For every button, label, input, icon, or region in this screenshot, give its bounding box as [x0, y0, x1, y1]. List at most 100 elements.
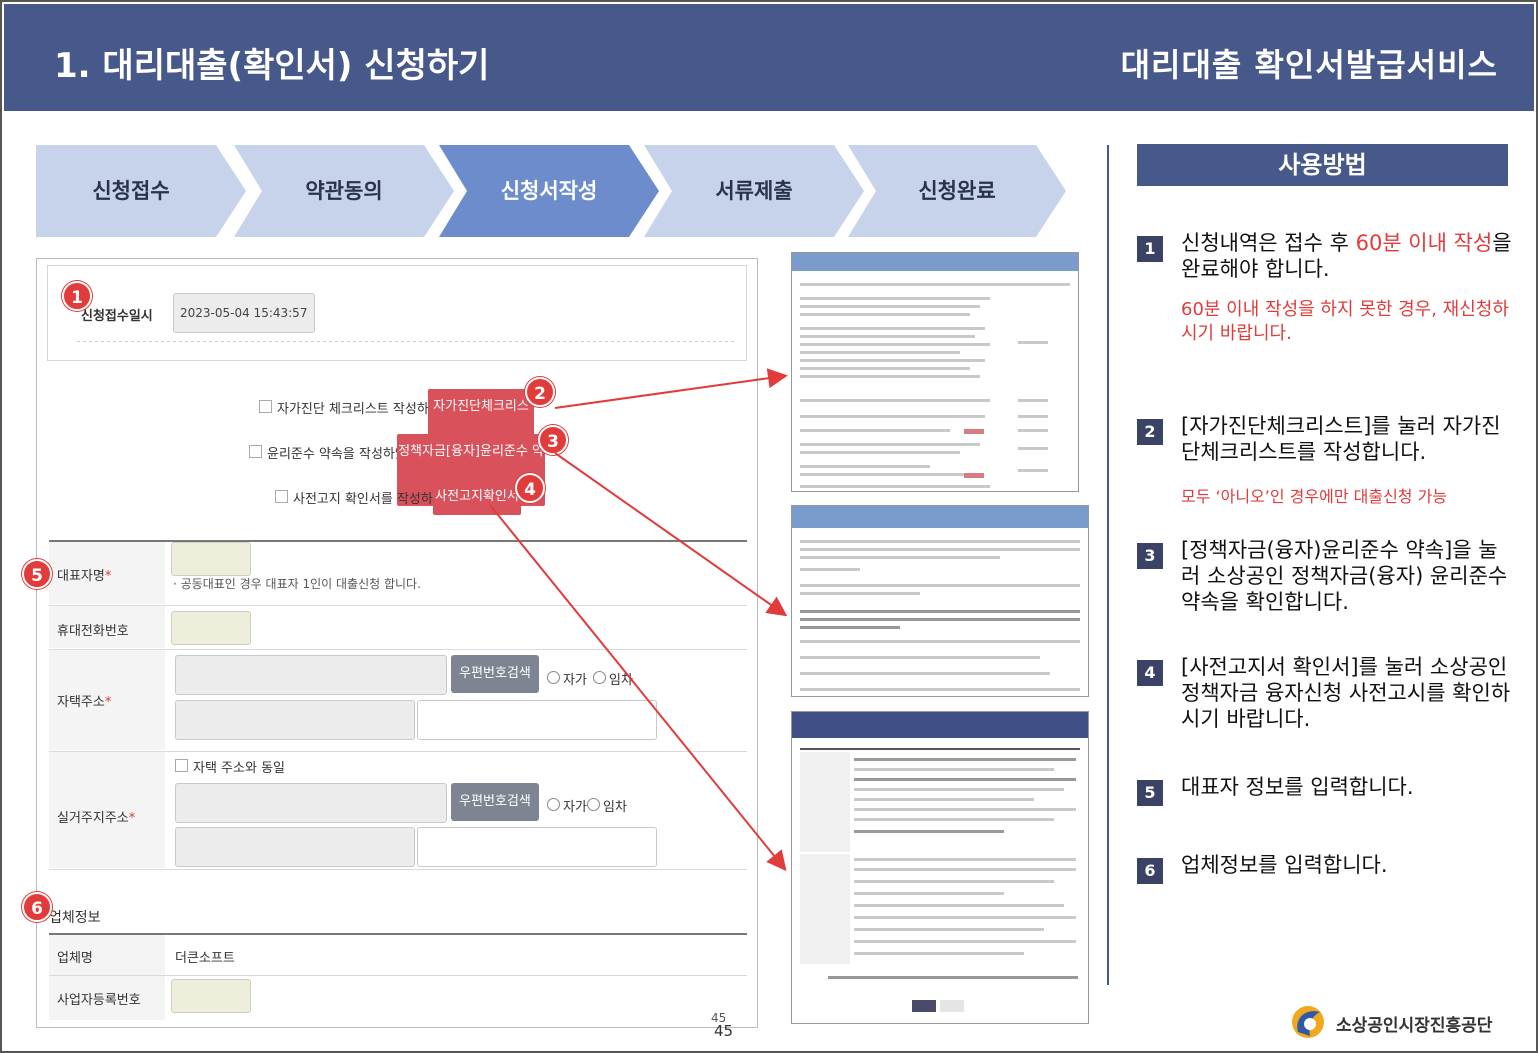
marker-5-badge: 5: [22, 559, 52, 589]
step-number-badge: 4: [1137, 660, 1163, 686]
residence-own-radio[interactable]: [547, 798, 560, 811]
organization-logo-icon: [1292, 1006, 1324, 1038]
table-top-border: [49, 540, 747, 542]
residence-label-cell: [49, 752, 165, 868]
residence-postcode-search-button[interactable]: 우편번호검색: [451, 783, 539, 821]
howto-item-text: [자가진단체크리스트]를 눌러 자가진단체크리스트를 작성합니다.: [1181, 414, 1501, 464]
residence-rent-label: 임차: [603, 800, 627, 815]
home-address-label-cell: [49, 650, 165, 750]
rep-name-label: 대표자명*: [57, 569, 112, 584]
home-postcode-field[interactable]: [175, 655, 447, 695]
howto-item-text: 신청내역은 접수 후 60분 이내 작성을 완료해야 합니다.: [1181, 231, 1512, 281]
company-section-title: 업체정보: [49, 910, 101, 926]
home-own-radio[interactable]: [547, 671, 560, 684]
arrow-to-ethics: [554, 452, 788, 617]
organization-name: 소상공인시장진흥공단: [1336, 1016, 1493, 1036]
company-name-label: 업체명: [57, 951, 93, 966]
row-divider: [49, 649, 747, 650]
home-postcode-search-button[interactable]: 우편번호검색: [451, 655, 539, 693]
step-label: 신청서작성: [500, 179, 598, 203]
residence-own-label: 자가: [563, 800, 587, 815]
mobile-label-cell: [49, 606, 165, 648]
company-name-value: 더큰소프트: [175, 951, 235, 966]
step-1: 신청접수: [36, 145, 246, 237]
home-rent-radio[interactable]: [593, 671, 606, 684]
step-number-badge: 6: [1137, 858, 1163, 884]
home-address-field[interactable]: [175, 700, 415, 740]
step-progress: 신청접수 약관동의 신청서작성 서류제출 신청완료: [36, 145, 1066, 237]
rep-name-note: · 공동대표인 경우 대표자 1인이 대출신청 합니다.: [173, 577, 421, 591]
page-number: 45: [714, 1022, 734, 1040]
ethics-checkbox[interactable]: [249, 445, 262, 458]
same-address-label: 자택 주소와 동일: [193, 761, 285, 776]
biz-no-label-cell: [49, 976, 165, 1020]
checklist-checkbox[interactable]: [259, 400, 272, 413]
service-title: 대리대출 확인서발급서비스: [1120, 46, 1498, 84]
company-name-label-cell: [49, 935, 165, 975]
row-divider: [49, 751, 747, 752]
step-label: 신청접수: [92, 179, 170, 203]
biz-no-label: 사업자등록번호: [57, 993, 141, 1008]
vertical-divider: [1107, 145, 1109, 985]
mobile-input[interactable]: [171, 611, 251, 645]
ethics-document-preview: [791, 505, 1089, 697]
residence-address-field[interactable]: [175, 827, 415, 867]
step-number-badge: 1: [1137, 236, 1163, 262]
residence-label: 실거주지주소*: [57, 811, 136, 826]
arrow-to-notice: [489, 504, 787, 872]
application-form-screenshot: 신청접수일시 2023-05-04 15:43:57 자가진단 체크리스트 작성…: [36, 258, 758, 1028]
arrow-to-checklist: [554, 368, 788, 409]
step-number-badge: 2: [1137, 419, 1163, 445]
prior-notice-button[interactable]: 사전고지확인서: [433, 479, 521, 515]
marker-6-badge: 6: [22, 892, 52, 922]
row-divider: [49, 975, 747, 976]
step-2: 약관동의: [234, 145, 454, 237]
marker-4-badge: 4: [515, 473, 545, 503]
ethics-label: 윤리준수 약속을 작성하였음: [267, 447, 419, 462]
home-rent-label: 임차: [609, 673, 633, 688]
preview-title-bar: [792, 712, 1088, 738]
howto-item-note: 60분 이내 작성을 하지 못한 경우, 재신청하시기 바랍니다.: [1181, 299, 1509, 344]
preview-title-bar: [792, 506, 1088, 528]
notice-checkbox[interactable]: [275, 490, 288, 503]
biz-no-input[interactable]: [171, 979, 251, 1013]
page-title: 1. 대리대출(확인서) 신청하기: [54, 46, 490, 86]
step-4: 서류제출: [644, 145, 864, 237]
checklist-document-preview: [791, 252, 1079, 492]
company-table-border: [49, 933, 747, 935]
receipt-label: 신청접수일시: [81, 309, 153, 324]
receipt-datetime-field: 2023-05-04 15:43:57: [173, 293, 315, 333]
howto-item-text: [정책자금(융자)윤리준수 약속]을 눌러 소상공인 정책자금(융자) 윤리준수…: [1181, 538, 1508, 614]
same-address-checkbox[interactable]: [175, 759, 188, 772]
step-5: 신청완료: [848, 145, 1066, 237]
residence-rent-radio[interactable]: [587, 798, 600, 811]
marker-3-badge: 3: [538, 425, 568, 455]
marker-2-badge: 2: [525, 377, 555, 407]
residence-postcode-field[interactable]: [175, 783, 447, 823]
preview-title-bar: [792, 253, 1078, 271]
howto-item-note: 모두 ‘아니오’인 경우에만 대출신청 가능: [1181, 487, 1448, 506]
howto-item-text: 대표자 정보를 입력합니다.: [1181, 775, 1414, 799]
step-number-badge: 3: [1137, 543, 1163, 569]
howto-title: 사용방법: [1137, 144, 1508, 186]
howto-item-text: 업체정보를 입력합니다.: [1181, 853, 1388, 877]
inner-page-number: 45: [711, 1011, 727, 1025]
marker-1-badge: 1: [62, 281, 92, 311]
home-address-label: 자택주소*: [57, 695, 112, 710]
rep-name-label-cell: [49, 542, 165, 604]
dotted-divider: [77, 341, 737, 342]
step-label: 신청완료: [918, 179, 996, 203]
step-3-active: 신청서작성: [439, 145, 659, 237]
home-own-label: 자가: [563, 673, 587, 688]
notice-label: 사전고지 확인서를 작성하였음: [293, 492, 457, 507]
receipt-box: [47, 265, 747, 361]
step-number-badge: 5: [1137, 780, 1163, 806]
step-label: 약관동의: [305, 179, 383, 203]
header-banner: 1. 대리대출(확인서) 신청하기 대리대출 확인서발급서비스: [4, 4, 1534, 111]
mobile-label: 휴대전화번호: [57, 624, 129, 639]
residence-address-detail-field[interactable]: [417, 827, 657, 867]
home-address-detail-field[interactable]: [417, 700, 657, 740]
rep-name-input[interactable]: [171, 542, 251, 576]
